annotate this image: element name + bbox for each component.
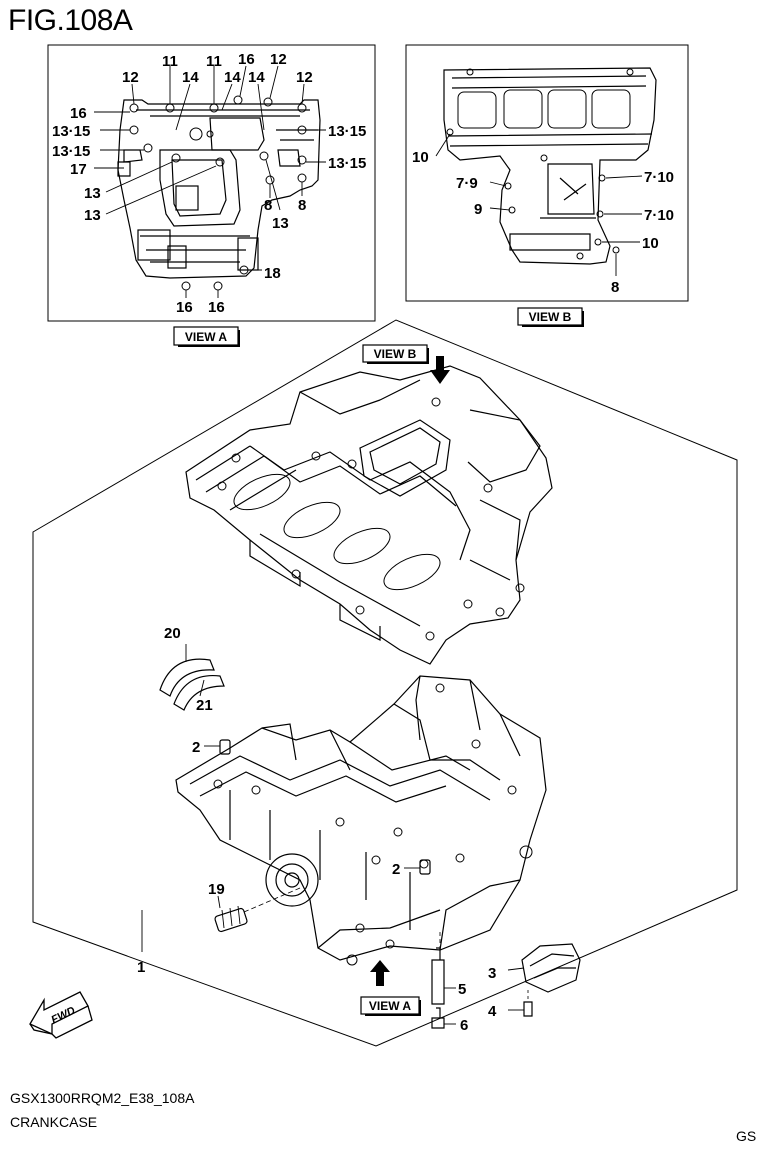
callout-a-8: 8 <box>264 197 272 214</box>
callout-a-17: 17 <box>70 161 87 178</box>
view-a-pointer-label: VIEW A <box>369 999 412 1013</box>
callout-a-13: 13 <box>84 207 101 224</box>
callout-b-7-10: 7·10 <box>644 169 674 186</box>
callout-a-13: 13 <box>272 215 289 232</box>
figure-title: FIG.108A <box>8 4 133 37</box>
callout-a-13-15: 13·15 <box>52 143 90 160</box>
main-frame <box>32 319 738 1047</box>
crank-bearing-halves <box>159 644 225 711</box>
callout-a-13-15: 13·15 <box>328 123 366 140</box>
callout-main-6: 6 <box>460 1017 468 1034</box>
model-code: GSX1300RRQM2_E38_108A <box>10 1090 195 1106</box>
callout-a-16: 16 <box>176 299 193 316</box>
callout-b-8: 8 <box>611 279 619 296</box>
callout-main-21: 21 <box>196 697 213 714</box>
callout-main-5: 5 <box>458 981 466 998</box>
callout-b-10: 10 <box>412 149 429 166</box>
bolt <box>508 990 533 1017</box>
upper-crankcase <box>185 365 553 665</box>
oil-union-bolt <box>214 887 301 933</box>
callout-a-16: 16 <box>208 299 225 316</box>
category-label: CRANKCASE <box>10 1114 98 1130</box>
callout-b-7-10: 7·10 <box>644 207 674 224</box>
callout-a-11: 11 <box>162 53 178 70</box>
bracket <box>431 932 456 1005</box>
callout-a-12: 12 <box>296 69 313 86</box>
callout-main-19: 19 <box>208 881 225 898</box>
callout-main-2: 2 <box>192 739 200 756</box>
view-a-label: VIEW A <box>185 330 228 344</box>
callout-main-3: 3 <box>488 965 496 982</box>
callout-a-16: 16 <box>238 51 255 68</box>
view-b-inset: 10 7·9 9 7·10 7·10 10 8 VIEW B <box>405 44 689 327</box>
callout-b-7-9: 7·9 <box>456 175 478 192</box>
lower-crankcase <box>175 675 547 966</box>
callout-main-1: 1 <box>137 959 145 976</box>
view-b-label: VIEW B <box>529 310 572 324</box>
view-b-pointer-label: VIEW B <box>374 347 417 361</box>
callout-a-18: 18 <box>264 265 281 282</box>
callout-a-11: 11 <box>206 53 222 70</box>
callout-main-2: 2 <box>392 861 400 878</box>
view-a-arrow <box>370 960 390 986</box>
callout-a-13-15: 13·15 <box>52 123 90 140</box>
bolt <box>431 1007 456 1029</box>
callout-b-9: 9 <box>474 201 482 218</box>
callout-main-20: 20 <box>164 625 181 642</box>
callout-a-12: 12 <box>270 51 287 68</box>
callout-a-13-15: 13·15 <box>328 155 366 172</box>
callout-a-13: 13 <box>84 185 101 202</box>
fwd-arrow: FWD <box>29 991 93 1039</box>
callout-a-12: 12 <box>122 69 139 86</box>
callout-a-8: 8 <box>298 197 306 214</box>
callout-b-10: 10 <box>642 235 659 252</box>
callout-a-16: 16 <box>70 105 87 122</box>
cover <box>507 943 581 993</box>
dowel-pin <box>204 739 231 755</box>
callout-a-14: 14 <box>182 69 199 86</box>
corner-mark: GS <box>736 1128 757 1144</box>
callout-main-4: 4 <box>488 1003 497 1020</box>
callout-a-14: 14 <box>224 69 241 86</box>
view-b-arrow <box>430 356 450 384</box>
callout-a-14: 14 <box>248 69 265 86</box>
view-a-inset: 11 11 16 12 12 14 14 14 12 16 13·15 13·1… <box>47 44 376 347</box>
dowel-pin <box>404 859 431 875</box>
